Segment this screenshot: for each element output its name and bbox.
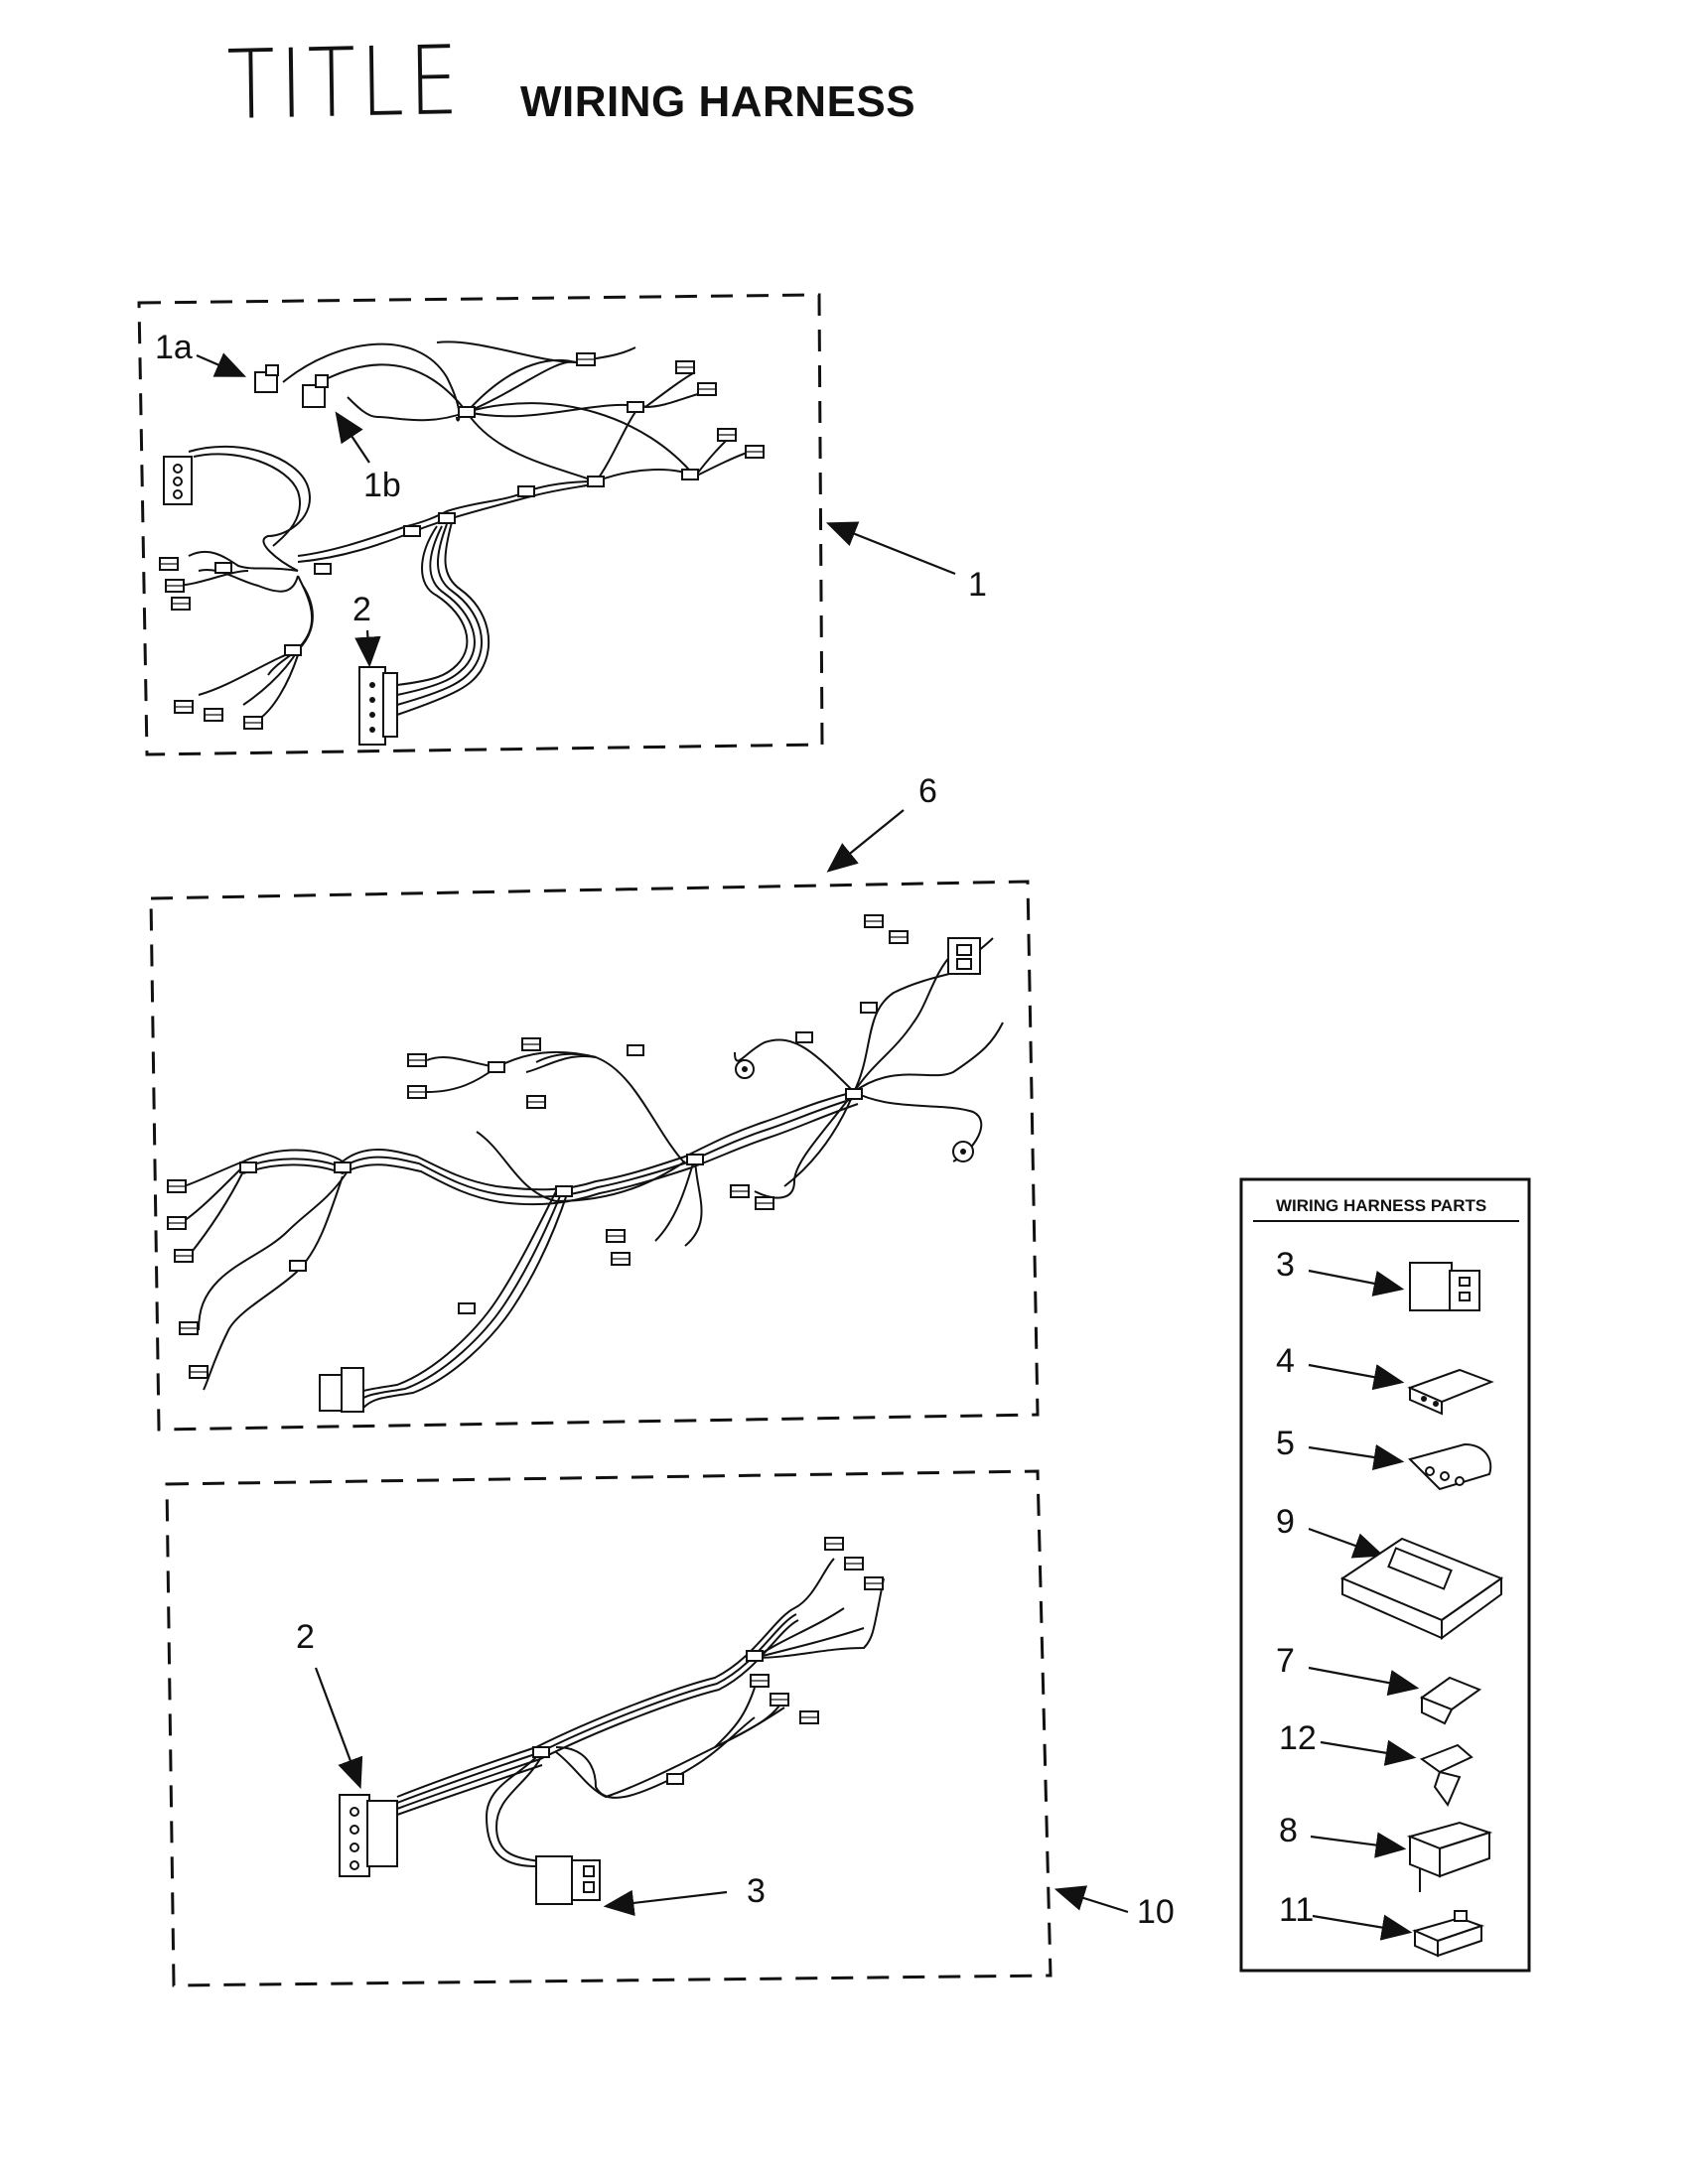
part-4-connector — [1407, 1368, 1494, 1416]
connector-1a — [254, 364, 279, 393]
connector-1b — [302, 374, 329, 408]
harness-assembly-1: 1a 1b 2 1 — [137, 293, 987, 756]
callout-6: 6 — [918, 772, 937, 810]
part-label-12: 12 — [1279, 1719, 1317, 1757]
part-label-9: 9 — [1276, 1503, 1295, 1541]
wiring-harness-parts-panel: WIRING HARNESS PARTS 3 4 5 9 — [1239, 1177, 1531, 1973]
callout-10: 10 — [1137, 1893, 1175, 1931]
harness-6-dashed-border — [149, 880, 1040, 1432]
part-label-3: 3 — [1276, 1246, 1295, 1284]
callout-2-top: 2 — [352, 591, 371, 628]
part-7-connector — [1419, 1676, 1482, 1725]
callout-1: 1 — [968, 566, 987, 604]
callout-1b: 1b — [363, 467, 401, 504]
page-title: WIRING HARNESS — [520, 77, 916, 126]
harness-1-dashed-border — [137, 293, 824, 756]
part-label-4: 4 — [1276, 1342, 1295, 1380]
connector-6-block — [947, 937, 981, 975]
part-5-connector — [1408, 1442, 1492, 1491]
connector-3-way — [163, 456, 193, 505]
part-11-connector — [1412, 1910, 1485, 1958]
harness-assembly-10: 2 3 10 — [165, 1469, 1175, 1987]
connector-6-lower — [319, 1367, 364, 1413]
connector-2-top — [358, 666, 398, 746]
parts-panel-heading: WIRING HARNESS PARTS — [1276, 1196, 1486, 1215]
callout-2-bottom: 2 — [296, 1618, 315, 1656]
part-9-connector — [1339, 1537, 1504, 1640]
part-label-7: 7 — [1276, 1642, 1295, 1680]
harness-10-dashed-border — [165, 1469, 1052, 1987]
connector-3-bottom — [535, 1855, 601, 1905]
callout-3-bottom: 3 — [747, 1872, 766, 1910]
part-12-clip — [1419, 1743, 1474, 1808]
callout-1a: 1a — [155, 329, 193, 366]
part-label-8: 8 — [1279, 1812, 1298, 1849]
part-3-connector — [1409, 1262, 1480, 1311]
part-label-11: 11 — [1279, 1891, 1314, 1929]
part-label-5: 5 — [1276, 1425, 1295, 1462]
part-8-connector — [1406, 1821, 1493, 1892]
harness-assembly-6: 6 — [149, 772, 1040, 1432]
connector-2-bottom — [339, 1794, 398, 1877]
